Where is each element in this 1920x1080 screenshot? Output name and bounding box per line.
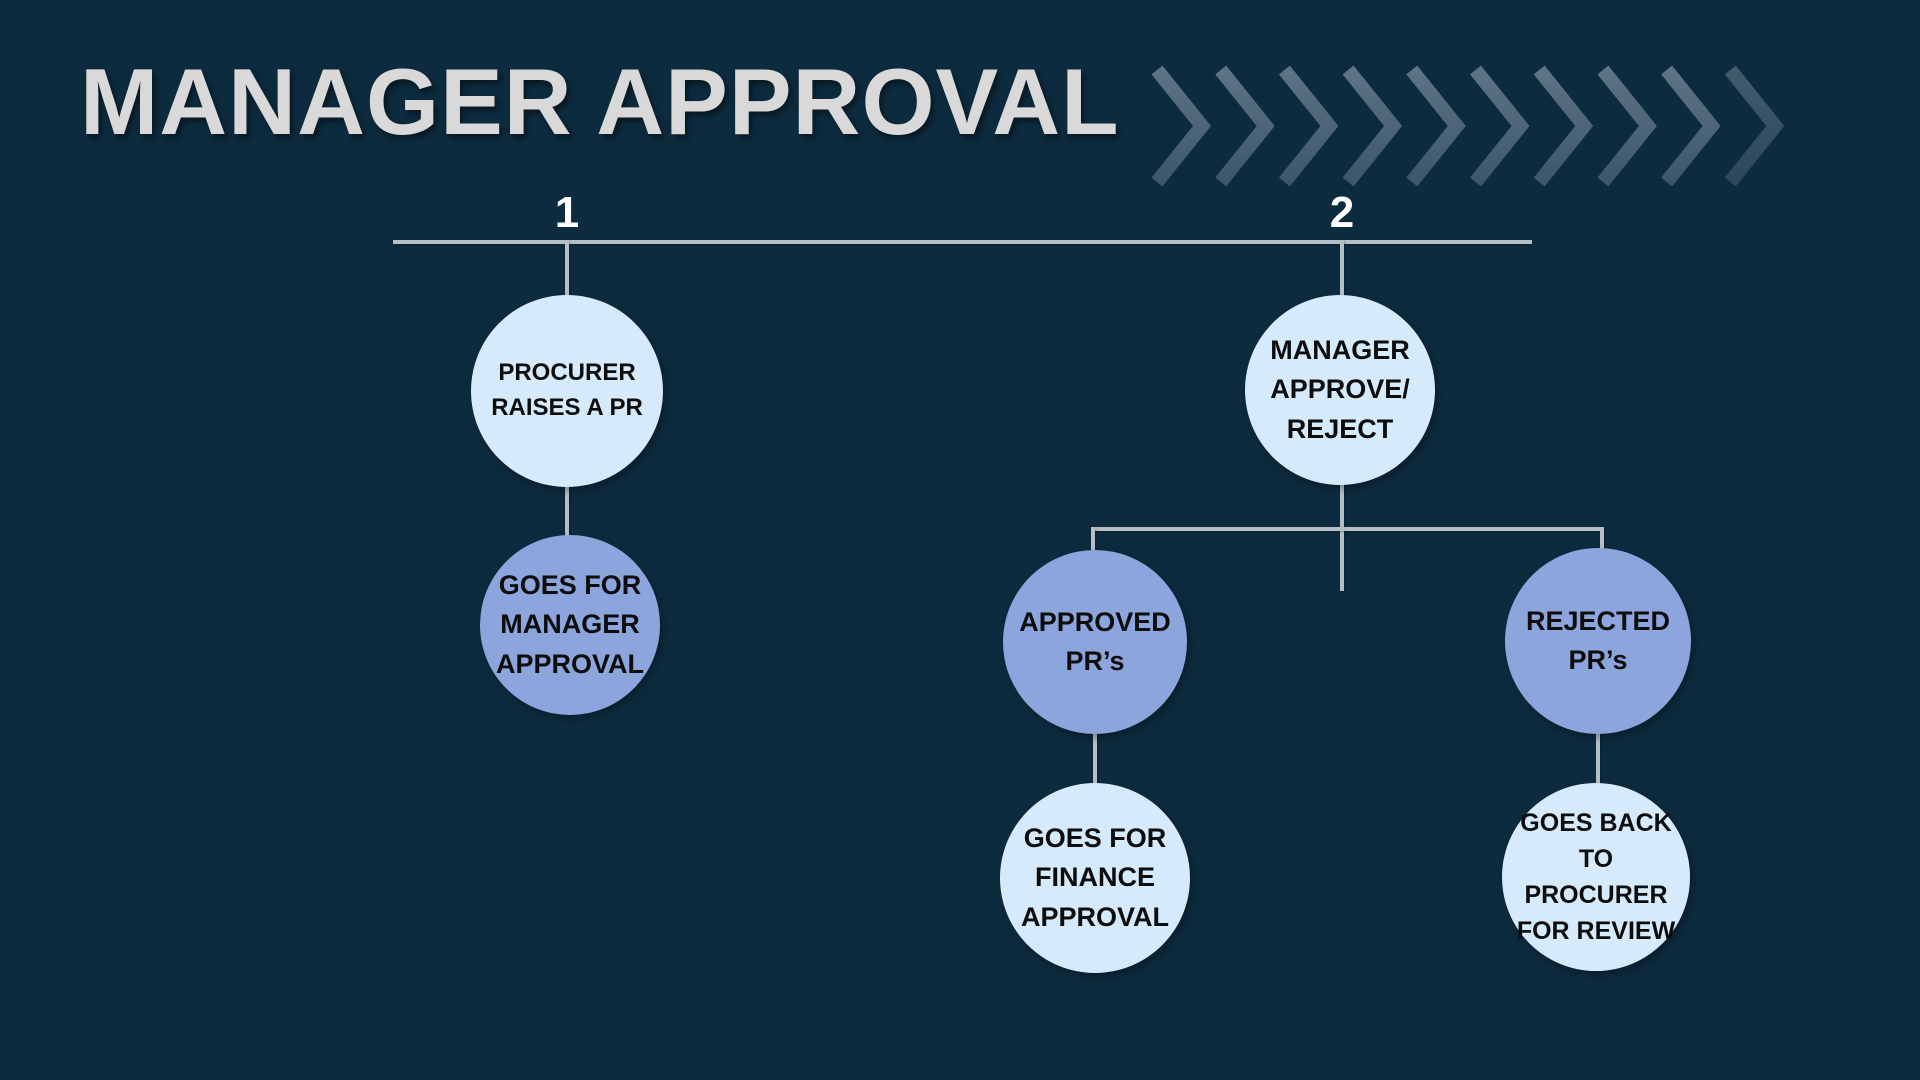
connector-branch2-stem: [1340, 240, 1344, 300]
connector-branch1-stem: [565, 240, 569, 300]
connector-split-bar: [1091, 527, 1604, 531]
chevron-icon: [1724, 65, 1785, 187]
connector-branch2-link: [1340, 481, 1344, 591]
chevron-icon: [1342, 65, 1403, 187]
node-goes-back-to-procurer: GOES BACK TO PROCURER FOR REVIEW: [1502, 783, 1690, 971]
chevron-icon: [1215, 65, 1275, 187]
node-goes-for-manager-approval: GOES FOR MANAGER APPROVAL: [480, 535, 660, 715]
chevron-icon: [1278, 65, 1339, 187]
page-title: MANAGER APPROVAL: [80, 49, 1120, 154]
branch-number-1: 1: [554, 188, 580, 237]
chevron-icons: [1151, 65, 1785, 187]
branch-number-2: 2: [1329, 188, 1355, 237]
chevron-icon: [1151, 65, 1211, 187]
node-manager-approve-reject: MANAGER APPROVE/ REJECT: [1245, 295, 1435, 485]
node-approved-prs: APPROVED PR’s: [1003, 550, 1187, 734]
chevron-icon: [1470, 65, 1530, 187]
chevron-icon: [1661, 65, 1721, 187]
connector-branch1-link: [565, 483, 569, 539]
node-goes-for-finance-approval: GOES FOR FINANCE APPROVAL: [1000, 783, 1190, 973]
node-rejected-prs: REJECTED PR’s: [1505, 548, 1691, 734]
node-procurer-raises-pr: PROCURER RAISES A PR: [471, 295, 663, 487]
chevron-icon: [1533, 65, 1594, 187]
chevron-icon: [1597, 65, 1657, 187]
connector-rejected-link: [1596, 729, 1600, 787]
chevron-icon: [1406, 65, 1466, 187]
chevron-strip: [1151, 65, 1785, 187]
timeline-bar: [393, 240, 1532, 244]
connector-approved-link: [1093, 730, 1097, 788]
